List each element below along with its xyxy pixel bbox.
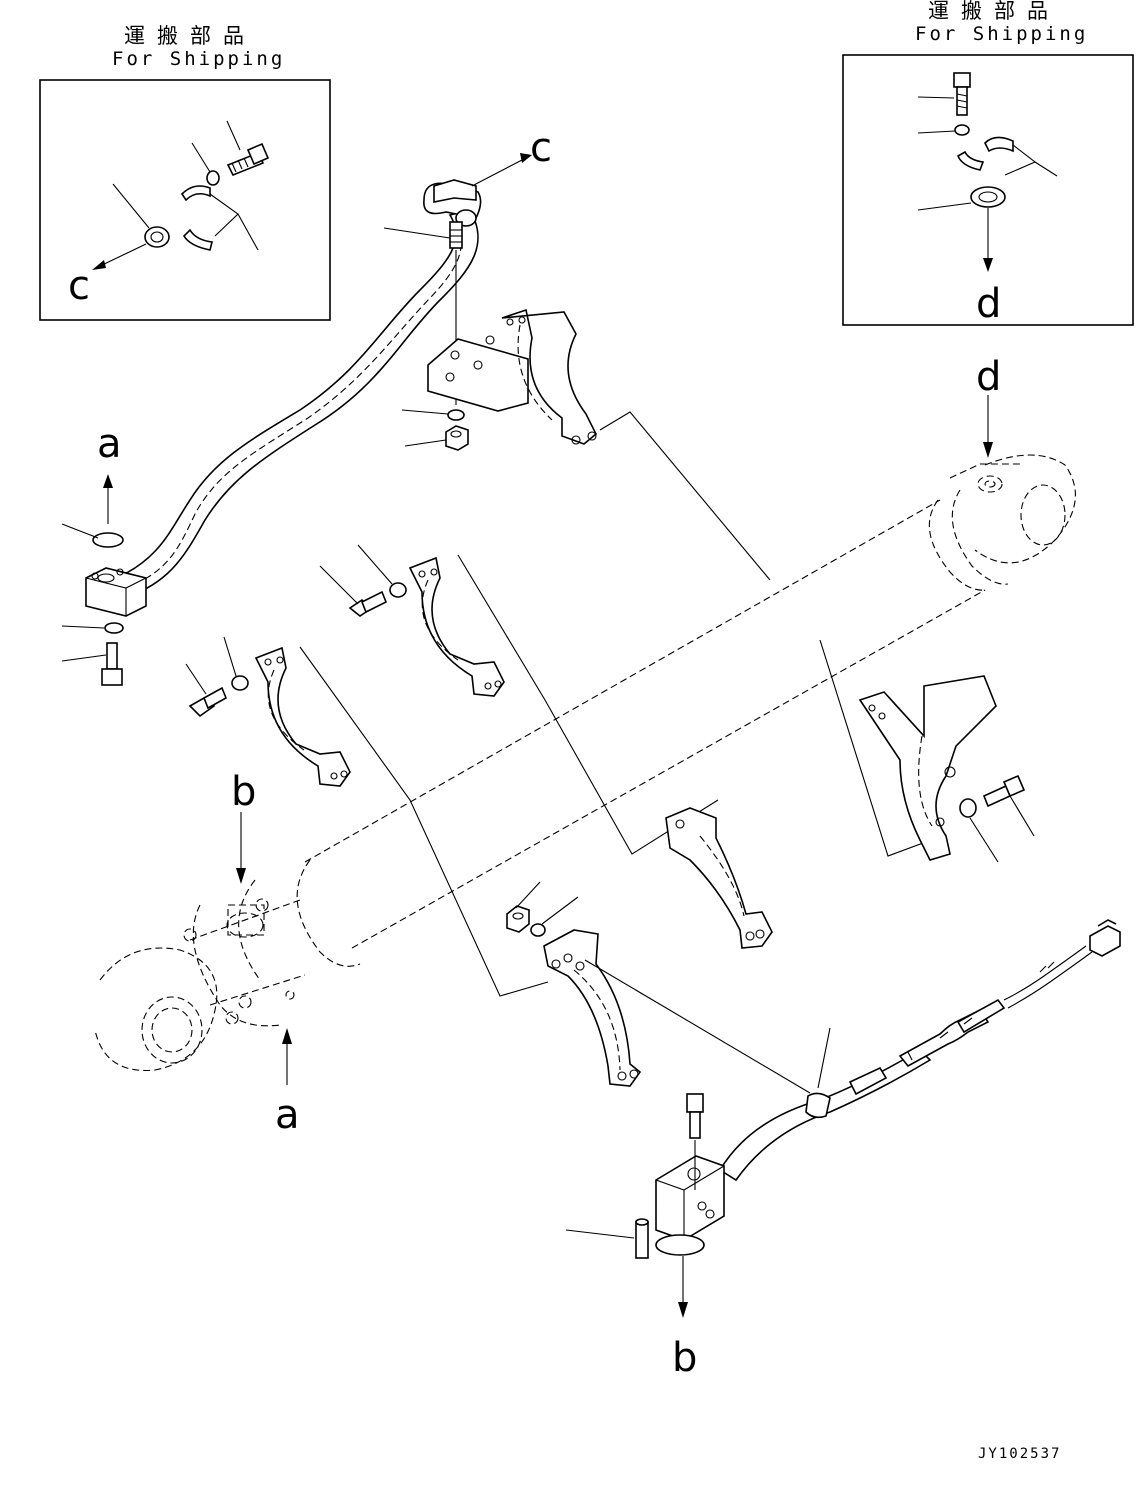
stroke-sensor-cable [718, 919, 1121, 1182]
ref-label-b-sensor: b [672, 1335, 698, 1381]
shipping-title-en-left: For Shipping [112, 48, 286, 70]
nut-lower [506, 905, 530, 933]
left-box-bolt [226, 142, 270, 177]
ref-label-a-cylinder: a [275, 1092, 300, 1138]
right-box-washer [954, 124, 970, 136]
left-box-split-flange [180, 185, 213, 251]
ref-label-d-cylinder: d [976, 354, 1002, 400]
clamp-right [858, 675, 997, 861]
shipping-title-jp-left: 運搬部品 [124, 24, 256, 48]
shipping-box-right [842, 54, 1134, 326]
clamp-lower-left [543, 929, 642, 1087]
ref-label-b-cylinder: b [231, 769, 257, 815]
clamp-mid-lower [254, 646, 351, 787]
nut-top [445, 425, 469, 451]
ref-label-c-box: c [68, 263, 90, 309]
washer-right [959, 798, 977, 818]
gasket [655, 1234, 705, 1256]
ref-label-c-pipe: c [530, 125, 552, 171]
left-box-washer [206, 170, 220, 186]
bolt-mid-lower [188, 686, 228, 718]
clamp-mid-upper [408, 556, 505, 697]
right-box-split-flange [956, 136, 1014, 171]
pin [635, 1218, 649, 1259]
washer-mid-lower [231, 675, 249, 691]
clamp-lower-right [665, 807, 773, 949]
ref-label-d-box: d [976, 281, 1002, 327]
clamp-top [427, 308, 597, 445]
sensor-block [655, 1155, 725, 1241]
washer-mid-upper [389, 582, 407, 598]
hydraulic-pipe [85, 179, 482, 617]
right-box-o-ring [970, 186, 1006, 208]
left-box-o-ring [144, 226, 170, 248]
washer-top [447, 409, 465, 421]
ref-label-a-pipe: a [97, 421, 122, 467]
bolt-right [982, 774, 1026, 808]
washer-a [104, 622, 124, 634]
right-box-bolt [953, 72, 971, 116]
drawing-code: JY102537 [978, 1446, 1062, 1462]
hydraulic-cylinder [94, 454, 1076, 1072]
o-ring-a [92, 532, 124, 548]
washer-lower [530, 923, 546, 937]
bolt-a [101, 642, 123, 686]
sensor-bolt [686, 1093, 704, 1190]
shipping-title-jp-right: 運搬部品 [928, 0, 1060, 23]
bolt-mid-upper [348, 590, 388, 617]
shipping-box-left [39, 79, 331, 321]
shipping-title-en-right: For Shipping [915, 23, 1089, 45]
